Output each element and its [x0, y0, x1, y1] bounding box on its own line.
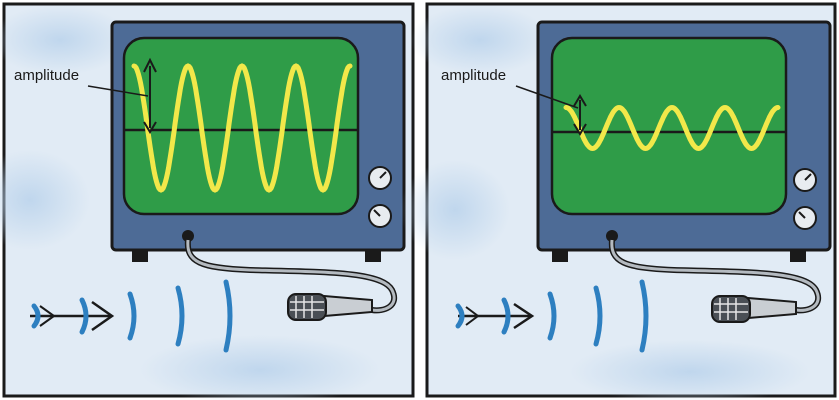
- panel-quiet: [400, 4, 835, 400]
- oscilloscope-screen: [552, 38, 786, 214]
- amplitude-label: amplitude: [441, 68, 506, 83]
- panel-loud: [0, 4, 413, 400]
- oscilloscope-foot: [365, 250, 381, 262]
- oscilloscope-foot: [132, 250, 148, 262]
- cloud-shape: [400, 160, 510, 260]
- oscilloscope-foot: [790, 250, 806, 262]
- oscilloscope-foot: [552, 250, 568, 262]
- amplitude-label: amplitude: [14, 68, 79, 83]
- cloud-shape: [410, 5, 550, 75]
